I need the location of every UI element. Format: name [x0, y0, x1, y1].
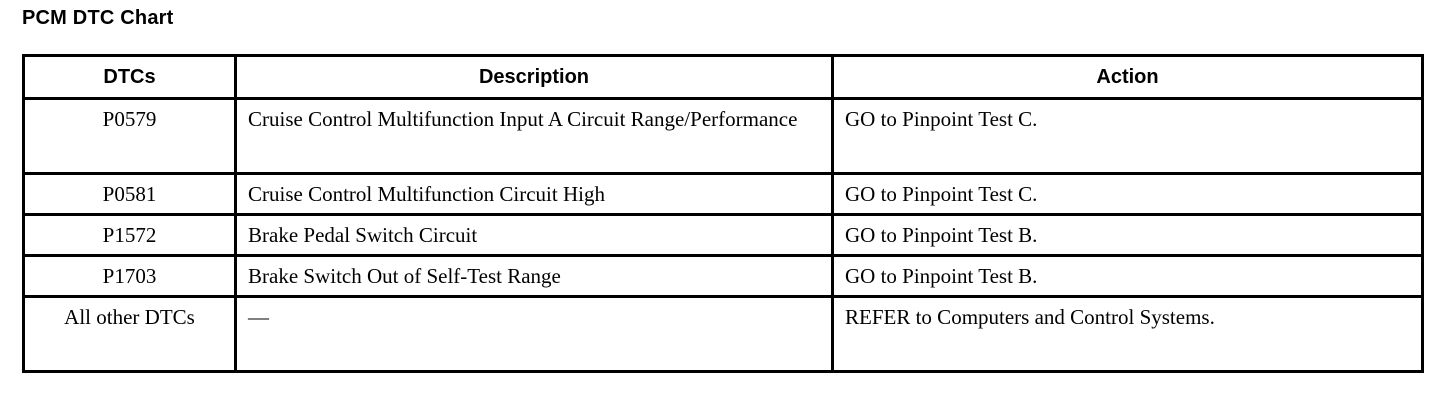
table-row: P1703 Brake Switch Out of Self-Test Rang…	[22, 254, 1424, 298]
page-title: PCM DTC Chart	[22, 7, 174, 29]
table-header: DTCs Description Action	[22, 54, 1424, 100]
cell-description: Cruise Control Multifunction Circuit Hig…	[234, 172, 834, 216]
dtc-description: —	[248, 305, 269, 329]
dtc-action: GO to Pinpoint Test C.	[845, 107, 1038, 131]
dtc-action: GO to Pinpoint Test C.	[845, 182, 1038, 206]
dtc-description: Cruise Control Multifunction Input A Cir…	[248, 107, 798, 131]
dtc-description: Cruise Control Multifunction Circuit Hig…	[248, 182, 605, 206]
column-header-description: Description	[234, 54, 834, 100]
dtc-code: P1703	[102, 264, 157, 288]
table-row: All other DTCs — REFER to Computers and …	[22, 295, 1424, 373]
dtc-code: P0581	[102, 182, 157, 206]
cell-action: GO to Pinpoint Test B.	[831, 254, 1424, 298]
cell-description: Cruise Control Multifunction Input A Cir…	[234, 97, 834, 175]
cell-dtc: P1572	[22, 213, 237, 257]
cell-dtc: P0579	[22, 97, 237, 175]
table-header-row: DTCs Description Action	[22, 54, 1424, 100]
cell-action: GO to Pinpoint Test B.	[831, 213, 1424, 257]
dtc-action: GO to Pinpoint Test B.	[845, 264, 1038, 288]
table-body: P0579 Cruise Control Multifunction Input…	[22, 97, 1424, 373]
dtc-code: All other DTCs	[64, 305, 195, 329]
dtc-action: GO to Pinpoint Test B.	[845, 223, 1038, 247]
dtc-code: P0579	[102, 107, 157, 131]
cell-dtc: P1703	[22, 254, 237, 298]
dtc-code: P1572	[102, 223, 157, 247]
table-row: P1572 Brake Pedal Switch Circuit GO to P…	[22, 213, 1424, 257]
dtc-description: Brake Pedal Switch Circuit	[248, 223, 478, 247]
cell-dtc: All other DTCs	[22, 295, 237, 373]
dtc-description: Brake Switch Out of Self-Test Range	[248, 264, 561, 288]
cell-description: Brake Switch Out of Self-Test Range	[234, 254, 834, 298]
table-row: P0579 Cruise Control Multifunction Input…	[22, 97, 1424, 175]
column-header-dtcs: DTCs	[22, 54, 237, 100]
cell-description: —	[234, 295, 834, 373]
dtc-action: REFER to Computers and Control Systems.	[845, 305, 1215, 329]
cell-action: REFER to Computers and Control Systems.	[831, 295, 1424, 373]
pcm-dtc-table: DTCs Description Action P0579 Cruise Con…	[22, 54, 1424, 373]
cell-dtc: P0581	[22, 172, 237, 216]
cell-action: GO to Pinpoint Test C.	[831, 172, 1424, 216]
column-header-action: Action	[831, 54, 1424, 100]
cell-action: GO to Pinpoint Test C.	[831, 97, 1424, 175]
table-row: P0581 Cruise Control Multifunction Circu…	[22, 172, 1424, 216]
cell-description: Brake Pedal Switch Circuit	[234, 213, 834, 257]
